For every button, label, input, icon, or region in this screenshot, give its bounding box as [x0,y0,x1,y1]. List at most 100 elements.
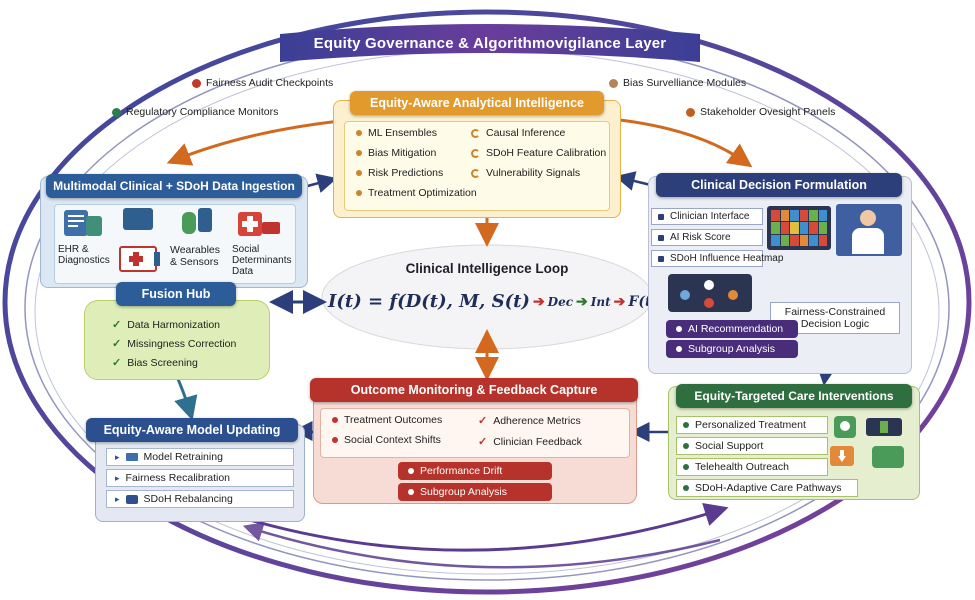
fusion-hub-list: ✓Data Harmonization ✓Missingness Correct… [112,318,237,370]
database-icon [125,494,138,504]
checkmark-icon: ✓ [112,357,122,369]
list-item: SDoH Feature Calibration [471,147,606,159]
clinician-avatar-icon [836,204,902,256]
lab-flask-icon [86,216,102,236]
governance-label-bias-surveillance: Bias Survelliance Modules [609,77,746,89]
wearable-band-icon [182,212,196,234]
fusion-hub-title: Fusion Hub [116,282,236,306]
bullet-icon [408,468,414,474]
bullet-icon [683,443,689,449]
care-vehicle-icon [872,446,904,468]
list-item: Treatment Outcomes [332,414,442,426]
monitor-icon [123,208,153,230]
medicine-kit-icon [866,418,902,436]
arrow-right-icon: ➔ [532,293,545,310]
source-label-ehr: EHR & Diagnostics [58,244,110,266]
cycle-icon [471,128,480,138]
smartphone-icon [198,208,212,232]
source-label-sdoh: Social Determinants Data [232,244,292,277]
envelope-icon [125,453,138,461]
analytical-right-list: Causal Inference SDoH Feature Calibratio… [471,127,606,179]
list-item: Social Support [676,437,828,455]
bullet-icon [676,326,682,332]
list-item: ✓Bias Screening [112,356,198,370]
data-ingestion-title: Multimodal Clinical + SDoH Data Ingestio… [46,174,302,198]
outcome-items-box [320,408,630,458]
formula-step-dec: Dec [547,294,574,309]
list-item: ▸SDoH Rebalancing [106,490,294,508]
location-pin-icon [834,416,856,438]
formula-step-int: Int [590,294,611,309]
arrow-right-icon: ➔ [576,293,588,310]
heatmap-monitor-icon [767,206,831,250]
bullet-icon [356,130,362,136]
outcome-monitoring-title: Outcome Monitoring & Feedback Capture [310,378,638,402]
chevron-right-icon: ▸ [115,451,120,462]
outcome-performance-drift: Performance Drift [398,462,552,480]
output-ai-recommendation: AI Recommendation [666,320,798,338]
cycle-icon [471,148,480,158]
list-item: Vulnerability Signals [471,167,606,179]
list-item: ▸Model Retraining [106,448,294,466]
list-item: Personalized Treatment [676,416,828,434]
list-item: ✓Adherence Metrics [478,414,581,428]
checkmark-icon: ✓ [112,338,122,350]
outcome-left-list: Treatment Outcomes Social Context Shifts [332,414,442,446]
bullet-icon [356,150,362,156]
ehr-document-icon [64,210,88,236]
list-item: Causal Inference [471,127,606,139]
bullet-icon [676,346,682,352]
ambulance-icon [262,222,280,234]
checkmark-icon: ✓ [112,319,122,331]
bullet-icon [332,437,338,443]
source-label-wearables: Wearables & Sensors [170,244,220,268]
list-item: ML Ensembles [356,127,477,139]
bullet-icon [683,485,689,491]
governance-label-stakeholder-oversight: Stakeholder Ovesight Panels [686,106,835,118]
decision-formulation-title: Clinical Decision Formulation [656,173,902,197]
analytical-intelligence-title: Equity-Aware Analytical Intelligence [350,91,604,115]
social-care-icon [238,212,262,236]
chevron-right-icon: ▸ [115,472,120,483]
cycle-icon [471,168,480,178]
status-dot-icon [112,107,121,117]
list-item: ✓Clinician Feedback [478,435,582,449]
loop-title: Clinical Intelligence Loop [405,261,569,276]
checkmark-icon: ✓ [478,436,488,448]
bullet-icon [356,190,362,196]
medical-cross-icon [119,246,157,272]
model-updating-title: Equity-Aware Model Updating [86,418,298,442]
decision-items-list: Clinician Interface AI Risk Score SDoH I… [651,208,783,267]
square-bullet-icon [658,234,664,241]
square-bullet-icon [658,255,664,262]
care-interventions-list: Personalized Treatment Social Support Te… [676,416,858,497]
list-item: Clinician Interface [651,208,763,225]
arrow-right-icon: ➔ [613,293,626,310]
bullet-icon [408,489,414,495]
governance-label-fairness-audit: Fairness Audit Checkpoints [192,77,333,89]
list-item: ✓Missingness Correction [112,337,237,351]
list-item: Bias Mitigation [356,147,477,159]
connector-icon [154,252,160,266]
list-item: Social Context Shifts [332,434,442,446]
list-item: SDoH-Adaptive Care Pathways [676,479,858,497]
formula-main: I(t) = f(D(t), M, S(t) [328,291,530,312]
download-outreach-icon [830,446,854,466]
chevron-right-icon: ▸ [115,493,120,504]
output-subgroup-analysis: Subgroup Analysis [666,340,798,358]
loop-formula: I(t) = f(D(t), M, S(t) ➔ Dec ➔ Int ➔ F(t… [328,291,688,312]
list-item: Risk Predictions [356,167,477,179]
checkmark-icon: ✓ [478,415,488,427]
square-bullet-icon [658,213,664,220]
network-graph-icon [668,274,752,312]
analytical-left-list: ML Ensembles Bias Mitigation Risk Predic… [356,127,477,199]
bullet-icon [683,464,689,470]
bullet-icon [683,422,689,428]
status-dot-icon [609,78,618,88]
outcome-subgroup-analysis: Subgroup Analysis [398,483,552,501]
care-interventions-title: Equity-Targeted Care Interventions [676,384,912,408]
list-item: AI Risk Score [651,229,763,246]
list-item: Treatment Optimization [356,187,477,199]
governance-layer-title: Equity Governance & Algorithmovigilance … [313,35,667,52]
